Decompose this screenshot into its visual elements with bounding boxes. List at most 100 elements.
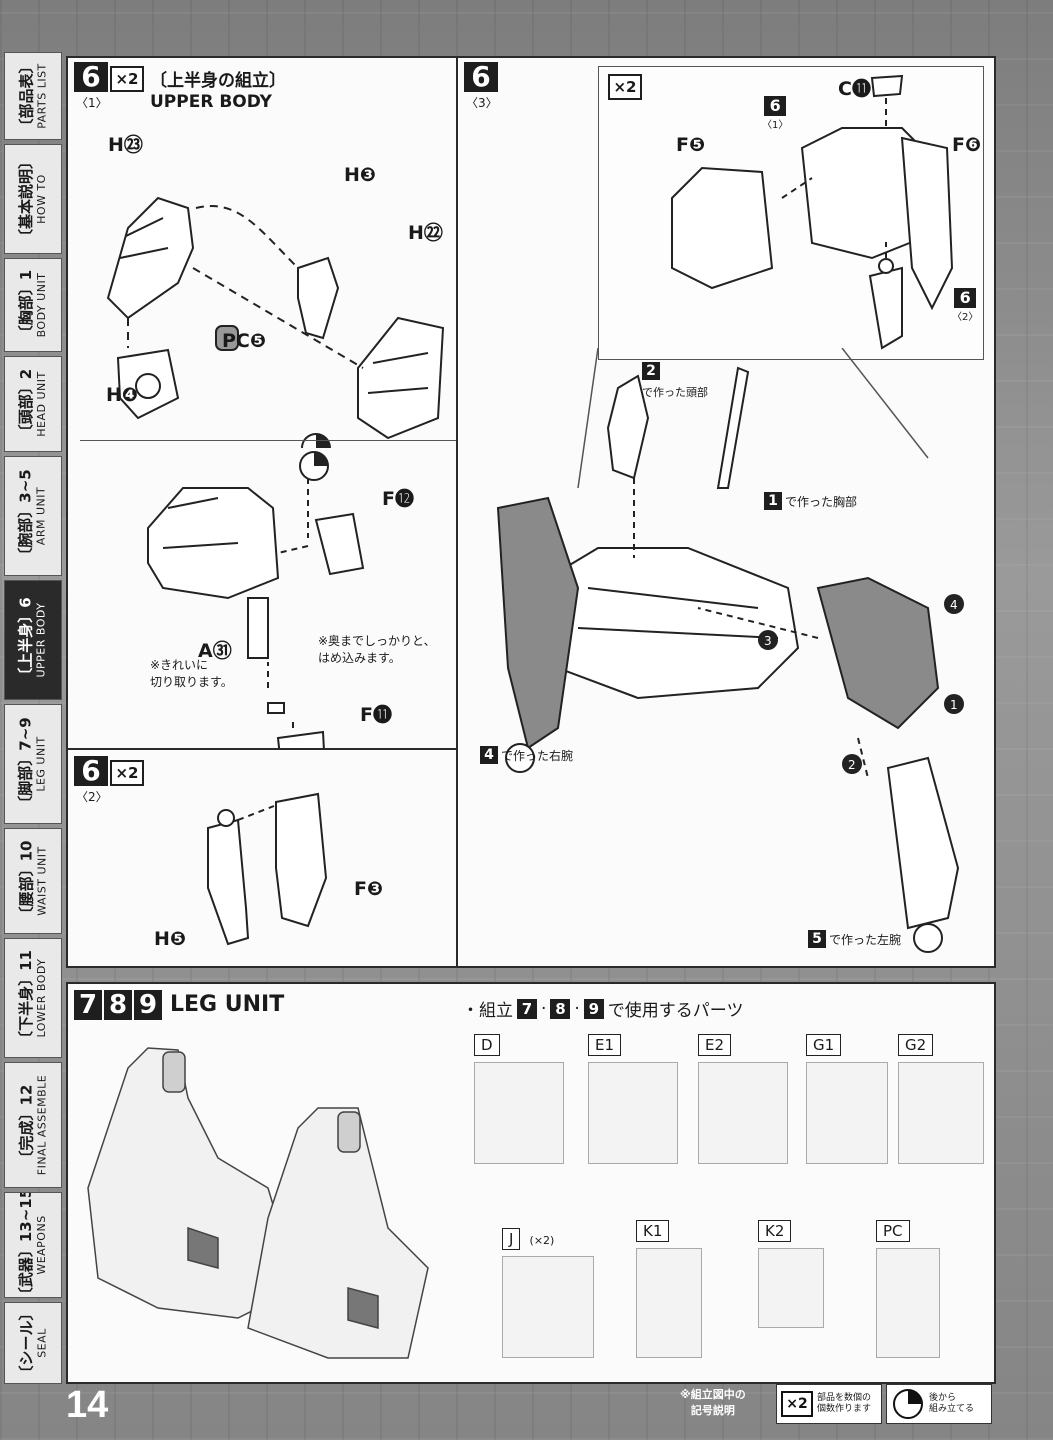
arrow-num-4: 4	[950, 598, 958, 612]
legend-x2-text: 部品を数個の 個数作ります	[817, 1393, 872, 1414]
heading-suffix: で使用するパーツ	[607, 1001, 744, 1021]
shoulder-armor-detail	[671, 74, 954, 350]
tab-parts-list[interactable]: 〔部品表〕PARTS LIST	[4, 52, 62, 140]
ref-number: 4	[480, 746, 498, 764]
ref-number: 1	[764, 492, 782, 510]
part-label-h22: H㉒	[408, 222, 443, 244]
heading-sep: ·	[574, 998, 580, 1019]
part-label-h5: H❺	[154, 928, 186, 950]
part-f11	[276, 730, 325, 748]
part-f6	[900, 136, 954, 311]
tab-label-en: FINAL ASSEMBLE	[35, 1074, 49, 1176]
part-f5	[671, 166, 774, 290]
step6-3-panel: 6 〈3〉 ×2 F❺ F❻ C⓫ 6 〈1〉 6 〈2〉	[456, 56, 996, 968]
part-label-f11: F⓫	[360, 704, 392, 726]
ref-number: 6	[764, 96, 787, 116]
left-fist	[913, 923, 943, 953]
tab-label-en: HEAD UNIT	[35, 371, 48, 437]
part-label-h23: H㉓	[108, 134, 143, 156]
shoulder-shell	[147, 487, 280, 600]
forearm-assembly-diagram	[207, 792, 328, 946]
step-number: 6	[464, 62, 498, 92]
part-h23-shell	[106, 196, 195, 320]
part-label-f5: F❺	[676, 134, 706, 156]
upper-body-main-assembly: 3 2 1 4	[496, 348, 964, 953]
part-label-a31: A㉛	[198, 640, 232, 662]
right-fist	[505, 743, 535, 773]
chest-body	[546, 547, 800, 700]
runner-code: E1	[588, 1034, 622, 1056]
tab-label-jp: 〔脚部〕7~9	[17, 717, 36, 811]
step-number: 6	[74, 756, 108, 786]
tab-label-jp: 〔部品表〕	[17, 58, 36, 134]
ref-right-arm: 4 で作った右腕	[480, 746, 573, 764]
runner-code: PC	[876, 1220, 910, 1242]
heading-num: 9	[583, 998, 604, 1019]
runner-tree	[876, 1248, 940, 1358]
tab-label-en: HOW TO	[35, 174, 49, 224]
runner-tree	[806, 1062, 888, 1164]
build-later-icon	[893, 1389, 923, 1419]
shoulder-joint	[247, 597, 269, 659]
ref-text: で作った右腕	[501, 748, 574, 763]
ref-sub: 〈1〉	[762, 120, 789, 131]
divider	[80, 440, 458, 441]
tab-seal[interactable]: 〔シール〕SEAL	[4, 1302, 62, 1384]
runner-D: D	[474, 1034, 564, 1164]
part-label-f12: F⓬	[382, 488, 414, 510]
tab-label-en: SEAL	[35, 1328, 49, 1358]
ref-sub: 〈2〉	[952, 312, 979, 323]
tab-label-jp: 〔武器〕13~15	[17, 1192, 36, 1298]
tab-label-en: WEAPONS	[35, 1215, 49, 1275]
ref-head-text: で作った頭部	[642, 386, 708, 399]
part-a31	[267, 702, 285, 714]
runner-E1: E1	[588, 1034, 678, 1164]
legend-x2-badge: ×2	[781, 1391, 813, 1417]
legend-title: ※組立図中の 記号説明	[680, 1388, 746, 1417]
tab-label-jp: 〔上半身〕6	[17, 597, 36, 683]
ref-head: 2	[642, 362, 660, 380]
part-label-pc5: PC❺	[222, 330, 266, 352]
tab-label-jp: 〔基本説明〕	[17, 153, 36, 245]
runner-tree	[698, 1062, 788, 1164]
runner-code: K1	[636, 1220, 670, 1242]
divider	[68, 748, 458, 750]
part-label-c11: C⓫	[838, 78, 871, 100]
runner-K2: K2	[758, 1220, 824, 1330]
runner-code: E2	[698, 1034, 732, 1056]
runner-tree	[588, 1062, 678, 1164]
parts-heading: ・組立 7 · 8 · 9 で使用するパーツ	[462, 996, 743, 1021]
runner-G1: G1	[806, 1034, 888, 1164]
ref-text: で作った胸部	[785, 494, 858, 509]
shoulder-assembly-diagram	[147, 451, 365, 748]
tab-label-jp: 〔頭部〕2	[17, 368, 35, 440]
step-number: 7	[74, 990, 102, 1020]
tab-label-jp: 〔下半身〕11	[17, 950, 35, 1046]
tab-label-en: BODY UNIT	[35, 272, 48, 338]
tab-label-jp: 〔腰部〕10	[17, 840, 35, 922]
step-number: 9	[134, 990, 162, 1020]
part-h3	[297, 256, 340, 340]
step-sub: 〈1〉	[76, 96, 108, 110]
runner-note: (×2)	[529, 1234, 555, 1247]
runner-tree	[502, 1256, 594, 1358]
part-h5	[207, 818, 250, 946]
tab-how-to[interactable]: 〔基本説明〕HOW TO	[4, 144, 62, 254]
runner-G2: G2	[898, 1034, 984, 1164]
ref-number: 5	[808, 930, 826, 948]
antenna	[716, 366, 750, 489]
legend-x2: ×2 部品を数個の 個数作ります	[776, 1384, 882, 1424]
tab-label-jp: 〔腕部〕3~5	[17, 469, 36, 563]
part-label-h4: H❹	[106, 384, 138, 406]
note-insert-fully: ※奥までしっかりと、 はめ込みます。	[318, 634, 436, 665]
forearm-ref-part	[868, 266, 903, 350]
